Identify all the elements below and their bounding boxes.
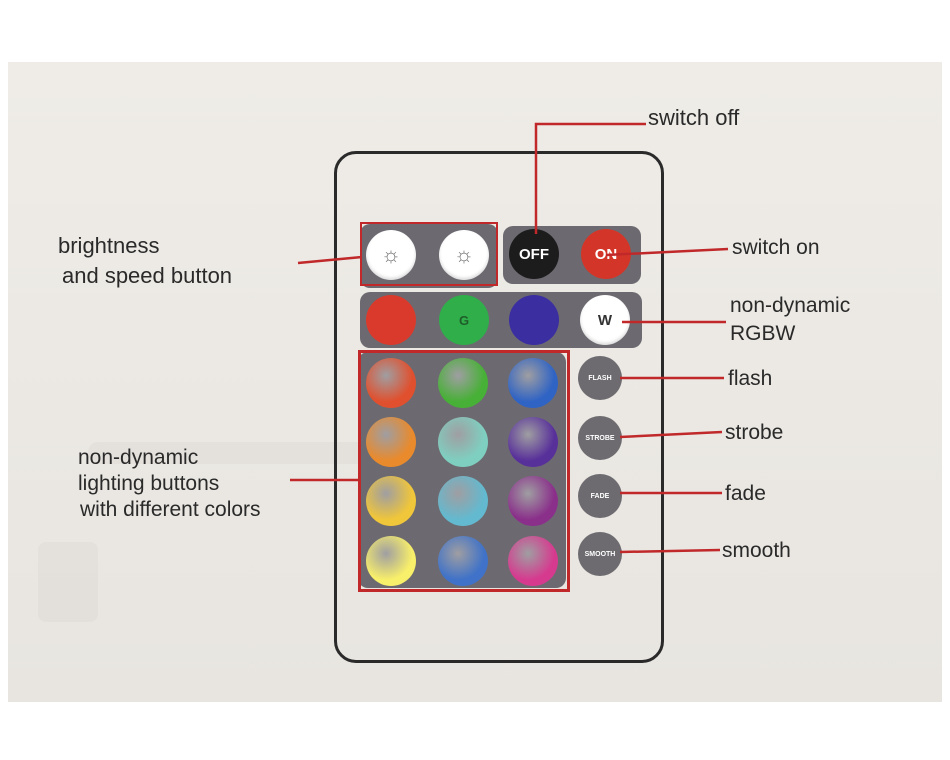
color-grid-highlight-box	[358, 350, 570, 592]
label-brightness-line1: brightness	[58, 233, 160, 258]
color-button-r1-c3[interactable]	[508, 358, 558, 408]
remote-control-body	[334, 151, 664, 663]
background-smudge	[38, 542, 98, 622]
color-button-r4-c3[interactable]	[508, 536, 558, 586]
white-button-label: W	[597, 311, 613, 329]
label-rgbw-line2: RGBW	[730, 322, 796, 345]
color-button-r3-c2[interactable]	[438, 476, 488, 526]
color-button-r3-c1[interactable]	[366, 476, 416, 526]
color-button-r1-c1[interactable]	[366, 358, 416, 408]
strobe-button[interactable]: STROBE	[578, 416, 622, 460]
label-switch-off: switch off	[648, 105, 740, 130]
white-button[interactable]: W	[580, 295, 630, 345]
label-switch-on: switch on	[732, 236, 820, 259]
off-button[interactable]: OFF	[509, 229, 559, 279]
label-lighting-line1: non-dynamic	[78, 446, 199, 469]
label-fade: fade	[725, 482, 766, 505]
blue-button[interactable]	[509, 295, 559, 345]
flash-button[interactable]: FLASH	[578, 356, 622, 400]
red-button[interactable]	[366, 295, 416, 345]
label-lighting-line3: with different colors	[80, 498, 261, 521]
color-button-r3-c3[interactable]	[508, 476, 558, 526]
label-brightness-line2: and speed button	[62, 263, 233, 288]
flash-button-label: FLASH	[588, 374, 612, 382]
label-smooth: smooth	[722, 539, 791, 562]
on-button[interactable]: ON	[581, 229, 631, 279]
fade-button[interactable]: FADE	[578, 474, 622, 518]
color-button-r2-c2[interactable]	[438, 417, 488, 467]
background-smudge	[88, 442, 388, 464]
brightness-highlight-box	[360, 222, 498, 286]
label-lighting-line2: lighting buttons	[78, 472, 220, 495]
green-button-label: G	[458, 312, 470, 328]
color-button-r2-c3[interactable]	[508, 417, 558, 467]
color-button-r4-c1[interactable]	[366, 536, 416, 586]
fade-button-label: FADE	[590, 492, 610, 500]
on-button-label: ON	[594, 245, 618, 263]
off-button-label: OFF	[519, 245, 549, 263]
label-flash: flash	[728, 367, 773, 390]
color-button-r2-c1[interactable]	[366, 417, 416, 467]
smooth-button-label: SMOOTH	[584, 550, 616, 558]
smooth-button[interactable]: SMOOTH	[578, 532, 622, 576]
color-button-r4-c2[interactable]	[438, 536, 488, 586]
label-rgbw-line1: non-dynamic	[730, 294, 851, 317]
green-button[interactable]: G	[439, 295, 489, 345]
label-strobe: strobe	[725, 421, 784, 444]
color-button-r1-c2[interactable]	[438, 358, 488, 408]
strobe-button-label: STROBE	[585, 434, 615, 442]
